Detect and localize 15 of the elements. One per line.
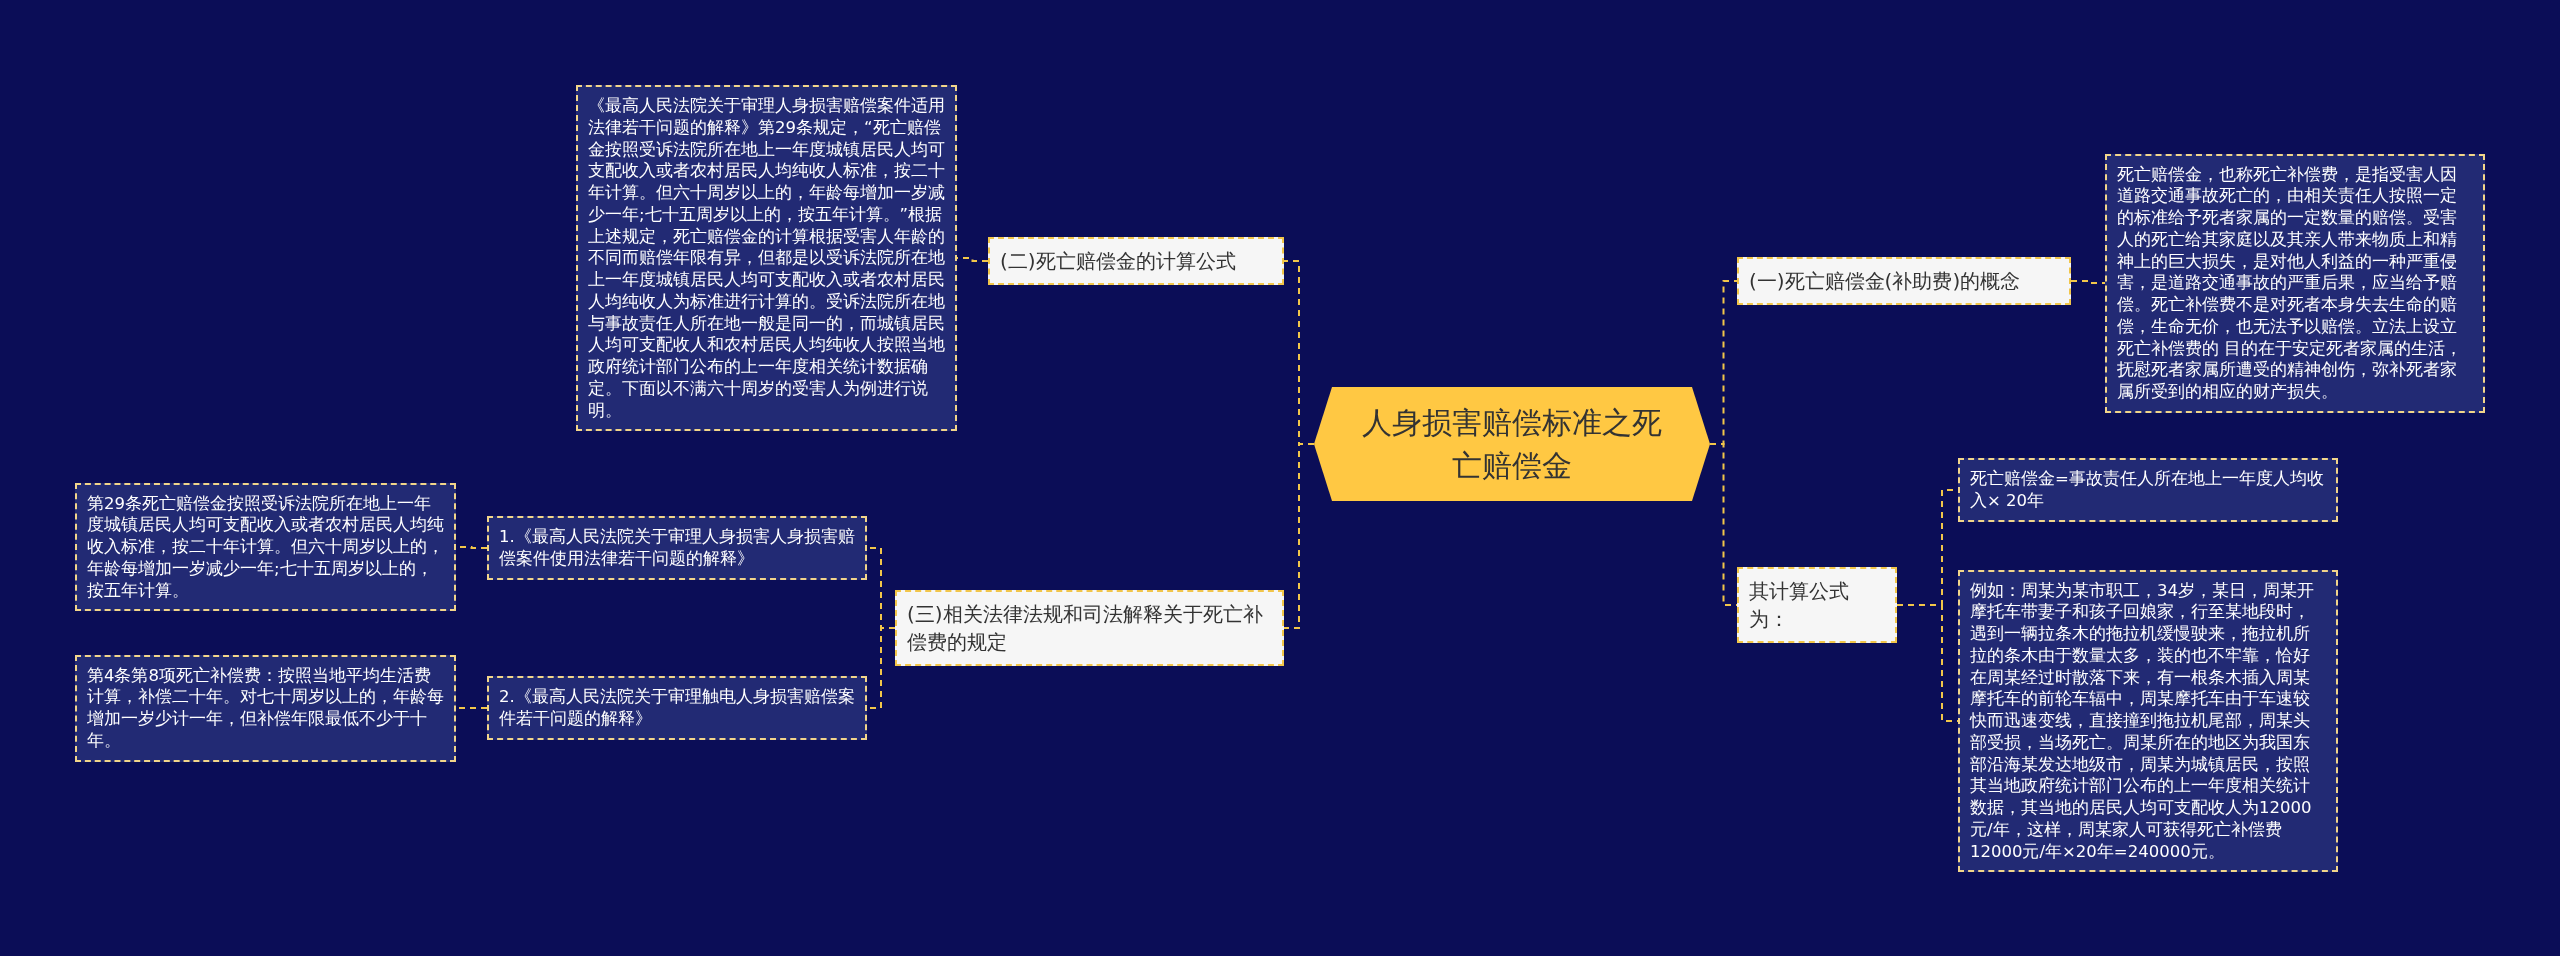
note-box: 第4条第8项死亡补偿费：按照当地平均生活费计算，补偿二十年。对七十周岁以上的，年龄每增加一岁少计一年，但补偿年限最低不少于十年。 [75, 654, 456, 762]
note-box: 2.《最高人民法院关于审理触电人身损害赔偿案件若干问题的解释》 [487, 676, 867, 740]
note-box: 第29条死亡赔偿金按照受诉法院所在地上一年度城镇居民人均可支配收入或者农村居民人均纯收入标准，按二十年计算。但六十周岁以上的，年龄每增加一岁减少一年;七十五周岁以上的，按五年计算。 [75, 482, 456, 612]
connector-line [2070, 280, 2106, 284]
note-box: 死亡赔偿金，也称死亡补偿费，是指受害人因道路交通事故死亡的，由相关责任人按照一定的标准给予死者家属的一定数量的赔偿。受害人的死亡给其家庭以及其亲人带来物质上和精神上的巨大损失，是对他人利益的一种严重侵害，是道路交通事故的严重后果，应当给予赔偿。死亡补偿费不是对死者本身失去生命的赔偿，生命无价，也无法予以赔偿。立法上设立死亡补偿费的 目的在于安定死者家属的生活，抚慰死者家属所遭受的精神创伤，弥补死者家属所受到的相应的财产损失。 [2105, 153, 2485, 413]
note-box: 《最高人民法院关于审理人身损害赔偿案件适用法律若干问题的解释》第29条规定，“死亡赔偿金按照受诉法院所在地上一年度城镇居民人均可支配收入或者农村居民人均纯收人标准，按二十年计算。但六十周岁以上的，年龄每增加一岁减少一年;七十五周岁以上的，按五年计算。”根据上述规定，死亡赔偿金的计算根据受害人年龄的不同而赔偿年限有异，但都是以受诉法院所在地上一年度城镇居民人均可支配收入或者农村居民人均纯收人为标准进行计算的。受诉法院所在地与事故责任人所在地一般是同一的，而城镇居民人均可支配收人和农村居民人均纯收人按照当地政府统计部门公布的上一年度相关统计数据确定。下面以不满六十周岁的受害人为例进行说明。 [576, 85, 957, 432]
topic-box: 其计算公式为： [1737, 567, 1897, 643]
topic-box: (三)相关法律法规和司法解释关于死亡补偿费的规定 [895, 590, 1284, 666]
connector-line [1283, 443, 1315, 629]
note-box: 1.《最高人民法院关于审理人身损害人身损害赔偿案件使用法律若干问题的解释》 [487, 516, 867, 580]
topic-box: (二)死亡赔偿金的计算公式 [988, 237, 1284, 285]
central-topic: 人身损害赔偿标准之死亡赔偿金 [1314, 387, 1710, 501]
note-box: 死亡赔偿金=事故责任人所在地上一年度人均收入× 20年 [1958, 458, 2338, 522]
topic-box: (一)死亡赔偿金(补助费)的概念 [1737, 257, 2071, 305]
note-box: 例如：周某为某市职工，34岁，某日，周某开摩托车带妻子和孩子回娘家，行至某地段时，遇到一辆拉条木的拖拉机缓慢驶来，拖拉机所拉的条木由于数量太多，装的也不牢靠，恰好在周某经过时散落下来，有一根条木插入周某摩托车的前轮车辐中，周某摩托车由于车速较快而迅速变线，直接撞到拖拉机尾部，周某头部受损，当场死亡。周某所在的地区为我国东部沿海某发达地级市，周某为城镇居民，按照其当地政府统计部门公布的上一年度相关统计数据，其当地的居民人均可支配收人为12000元/年，这样，周某家人可获得死亡补偿费12000元/年×20年=240000元。 [1958, 569, 2338, 873]
